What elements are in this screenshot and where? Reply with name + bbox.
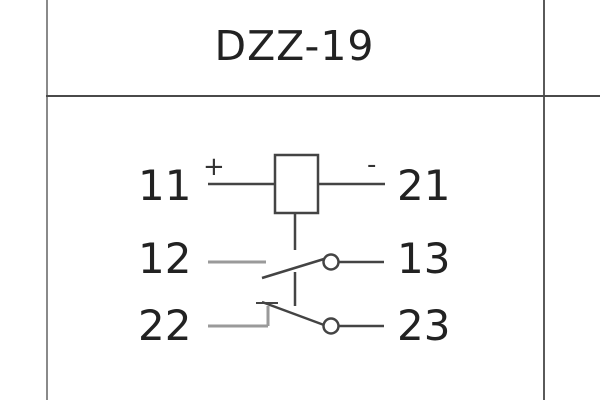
terminal-11: 11	[138, 161, 191, 210]
terminal-22: 22	[138, 301, 191, 350]
left-border	[46, 0, 48, 400]
plus-sign: +	[203, 152, 225, 182]
terminal-21: 21	[397, 161, 450, 210]
header-divider	[46, 95, 600, 97]
model-title: DZZ-19	[214, 22, 375, 70]
minus-sign: -	[367, 150, 376, 180]
terminal-12: 12	[138, 234, 191, 283]
terminal-23: 23	[397, 301, 450, 350]
switch-blade-upper	[261, 257, 325, 280]
right-border	[543, 0, 545, 400]
relay-coil	[273, 153, 320, 215]
switch-blade-lower	[261, 300, 325, 327]
terminal-13: 13	[397, 234, 450, 283]
contact-node-13	[322, 253, 340, 271]
contact-node-23	[322, 317, 340, 335]
